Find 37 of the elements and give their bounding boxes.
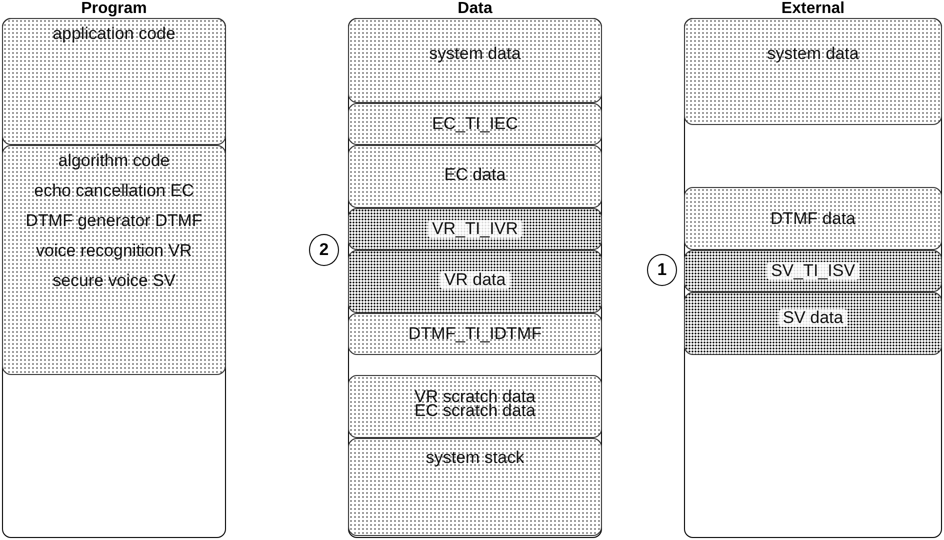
- column-heading: Data: [456, 0, 494, 18]
- block-label: system data: [767, 45, 859, 63]
- memory-block: [348, 313, 602, 355]
- block-label: EC_TI_IEC: [432, 115, 518, 133]
- block-label: voice recognition VR: [36, 242, 192, 260]
- memory-block: [348, 145, 602, 208]
- block-label: VR_TI_IVR: [428, 220, 522, 238]
- memory-block: [684, 187, 942, 250]
- block-label: DTMF generator DTMF: [26, 212, 202, 230]
- block-label: secure voice SV: [52, 272, 176, 290]
- memory-block: [348, 375, 602, 438]
- block-label: SV data: [778, 309, 848, 327]
- block-label: application code: [52, 25, 176, 43]
- memory-block: [2, 18, 226, 145]
- memory-block: [348, 103, 602, 145]
- block-label: echo cancellation EC: [34, 182, 194, 200]
- block-label: algorithm code: [58, 152, 170, 170]
- block-label: DTMF_TI_IDTMF: [408, 325, 542, 343]
- column-heading: Program: [80, 0, 148, 18]
- column-heading: External: [780, 0, 846, 18]
- memory-block: [348, 18, 602, 103]
- memory-block: [2, 145, 226, 375]
- memory-block: [684, 250, 942, 292]
- memory-block: [348, 438, 602, 536]
- memory-block: [684, 292, 942, 355]
- memory-block: [684, 18, 942, 125]
- block-label: DTMF data: [770, 210, 856, 228]
- callout-number: 1: [647, 254, 677, 286]
- block-label: EC data: [444, 166, 506, 184]
- block-label: system data: [429, 45, 521, 63]
- memory-block: [348, 208, 602, 250]
- callout-number: 2: [309, 234, 339, 266]
- block-label: VR data: [440, 271, 510, 289]
- block-label: system stack: [426, 449, 524, 467]
- block-label: SV_TI_ISV: [766, 262, 860, 280]
- memory-block: [348, 250, 602, 313]
- block-label: EC scratch data: [414, 402, 536, 420]
